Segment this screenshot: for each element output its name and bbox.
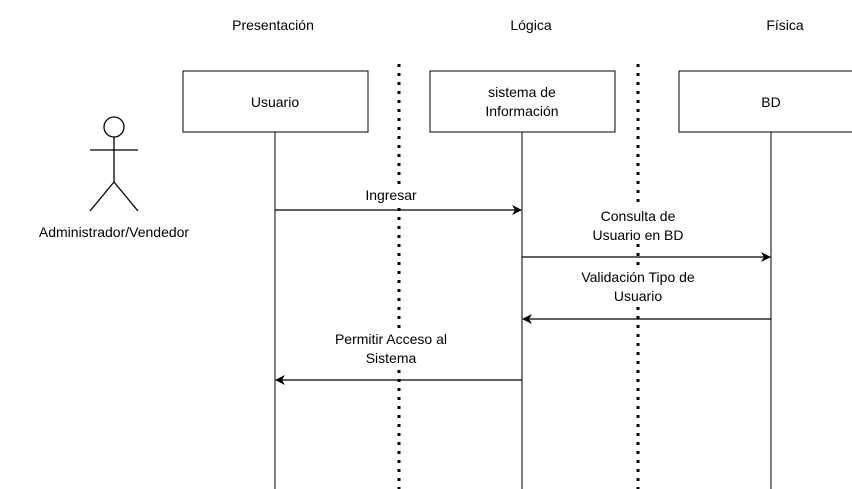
lifeline-box-bd bbox=[678, 70, 852, 133]
message-label-validacion-line-2: Usuario bbox=[614, 288, 662, 304]
lifeline-label-bd: BD bbox=[761, 94, 780, 110]
lifeline-box-usuario bbox=[182, 70, 369, 133]
message-label-ingresar: Ingresar bbox=[365, 187, 417, 203]
message-label-validacion-line-1: Validación Tipo de bbox=[581, 269, 695, 285]
message-label-consulta-line-2: Usuario en BD bbox=[592, 227, 683, 243]
lifeline-label-sistema-line-2: Información bbox=[485, 103, 558, 119]
message-label-permitir-line-2: Sistema bbox=[366, 350, 417, 366]
lifeline-label-usuario: Usuario bbox=[251, 94, 299, 110]
message-label-consulta-line-1: Consulta de bbox=[601, 208, 676, 224]
lifeline-box-sistema bbox=[429, 70, 616, 133]
message-label-permitir-line-1: Permitir Acceso al bbox=[335, 331, 447, 347]
actor-icon bbox=[89, 116, 139, 212]
layer-label-presentation: Presentación bbox=[232, 17, 314, 33]
actor-label: Administrador/Vendedor bbox=[39, 224, 190, 240]
layer-label-physical: Física bbox=[766, 17, 804, 33]
lifeline-label-sistema-line-1: sistema de bbox=[488, 84, 556, 100]
layer-label-logic: Lógica bbox=[510, 17, 551, 33]
